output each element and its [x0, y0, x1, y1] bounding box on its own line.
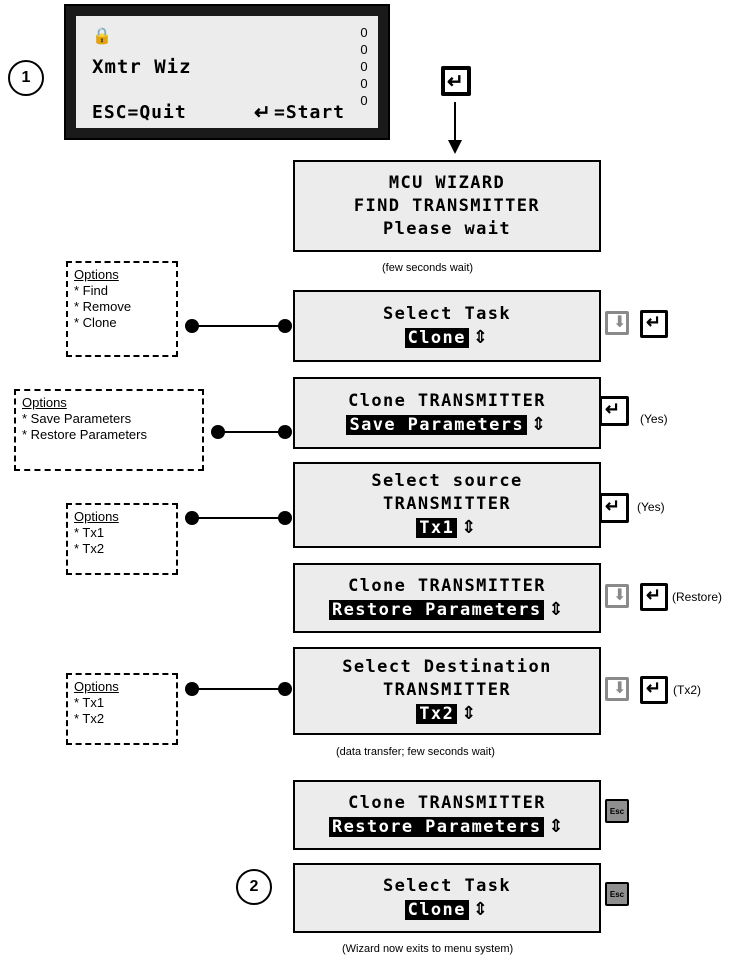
- down-arrow-icon: ⬇: [613, 587, 627, 604]
- option-item: * Tx2: [74, 711, 105, 726]
- flow-arrow-head: [448, 140, 462, 154]
- option-item: * Clone: [74, 315, 117, 330]
- screen-clone-save: Clone TRANSMITTER Save Parameters⇕: [293, 377, 601, 449]
- option-item: * Tx1: [74, 525, 105, 540]
- enter-icon: ↵: [646, 312, 662, 332]
- screen-line: Select Task: [383, 303, 511, 324]
- step-2-marker: 2: [236, 869, 272, 905]
- enter-key[interactable]: ↵: [599, 493, 629, 523]
- wait-note: (few seconds wait): [382, 262, 474, 274]
- key-label-yes: (Yes): [640, 412, 668, 426]
- enter-key[interactable]: ↵: [640, 676, 668, 704]
- screen-line: FIND TRANSMITTER: [353, 195, 541, 216]
- start-label: =Start: [274, 102, 346, 123]
- up-down-icon: ⇕: [548, 598, 565, 620]
- options-heading: Options: [22, 395, 67, 410]
- screen-line: Clone TRANSMITTER: [348, 792, 546, 813]
- up-down-icon: ⇕: [472, 898, 490, 920]
- enter-icon: ↵: [646, 585, 662, 605]
- esc-key[interactable]: Esc: [605, 882, 629, 906]
- selected-value: Clone: [404, 327, 469, 348]
- selected-value: Tx2: [416, 704, 458, 724]
- option-item: * Tx2: [74, 541, 105, 556]
- selected-value: Save Parameters: [346, 414, 528, 435]
- screen-line: Select Task: [383, 875, 511, 896]
- up-down-icon: ⇕: [548, 815, 565, 837]
- transfer-note: (data transfer; few seconds wait): [336, 746, 495, 758]
- selected-value: Tx1: [416, 518, 458, 538]
- options-task: Options * Find * Remove * Clone: [66, 261, 178, 357]
- screen-find-transmitter: MCU WIZARD FIND TRANSMITTER Please wait: [293, 160, 601, 252]
- screen-select-task-final: Select Task Clone⇕: [293, 863, 601, 933]
- screen-line: MCU WIZARD: [388, 172, 506, 193]
- screen-line: Please wait: [383, 218, 511, 239]
- enter-icon: ↵: [605, 399, 621, 419]
- esc-key-label: Esc: [609, 806, 625, 816]
- screen-line: TRANSMITTER: [383, 494, 511, 514]
- selected-value: Clone: [404, 899, 469, 920]
- enter-key[interactable]: ↵: [640, 310, 668, 338]
- screen-clone-restore-done: Clone TRANSMITTER Restore Parameters⇕: [293, 780, 601, 850]
- key-label-restore: (Restore): [672, 590, 723, 604]
- up-down-icon: ⇕: [472, 326, 490, 348]
- esc-quit-label: ESC=Quit: [92, 102, 187, 123]
- enter-icon: ↵: [447, 71, 464, 93]
- enter-icon: ↵: [254, 102, 271, 124]
- options-destination: Options * Tx1 * Tx2: [66, 673, 178, 745]
- key-label-yes: (Yes): [637, 500, 665, 514]
- enter-key[interactable]: ↵: [599, 396, 629, 426]
- options-source: Options * Tx1 * Tx2: [66, 503, 178, 575]
- screen-line: Select Destination: [342, 657, 552, 677]
- option-item: * Remove: [74, 299, 132, 314]
- screen-clone-restore: Clone TRANSMITTER Restore Parameters⇕: [293, 563, 601, 633]
- options-heading: Options: [74, 509, 119, 524]
- selected-value: Restore Parameters: [329, 599, 545, 620]
- device-title: Xmtr Wiz: [92, 56, 192, 78]
- enter-key[interactable]: ↵: [640, 583, 668, 611]
- options-clone: Options * Save Parameters * Restore Para…: [14, 389, 204, 471]
- screen-select-source: Select source TRANSMITTER Tx1⇕: [293, 462, 601, 548]
- esc-key-label: Esc: [609, 889, 625, 899]
- screen-select-task: Select Task Clone⇕: [293, 290, 601, 362]
- screen-line: Select source: [371, 471, 523, 491]
- option-item: * Restore Parameters: [22, 427, 147, 442]
- lock-icon: 🔒: [92, 28, 112, 45]
- option-item: * Tx1: [74, 695, 105, 710]
- down-arrow-icon: ⬇: [613, 314, 627, 331]
- exit-note: (Wizard now exits to menu system): [342, 943, 514, 955]
- up-down-icon: ⇕: [461, 703, 478, 724]
- down-key[interactable]: ⬇: [605, 311, 629, 335]
- screen-line: TRANSMITTER: [383, 680, 511, 700]
- option-item: * Find: [74, 283, 108, 298]
- options-heading: Options: [74, 267, 119, 282]
- esc-key[interactable]: Esc: [605, 799, 629, 823]
- up-down-icon: ⇕: [461, 517, 478, 538]
- key-label-tx2: (Tx2): [673, 683, 701, 697]
- enter-icon: ↵: [646, 678, 662, 698]
- down-key[interactable]: ⬇: [605, 677, 629, 701]
- step-1-marker: 1: [8, 60, 44, 96]
- option-item: * Save Parameters: [22, 411, 132, 426]
- screen-line: Clone TRANSMITTER: [348, 390, 546, 411]
- up-down-icon: ⇕: [531, 413, 548, 435]
- screen-select-destination: Select Destination TRANSMITTER Tx2⇕: [293, 647, 601, 735]
- options-heading: Options: [74, 679, 119, 694]
- screen-line: Clone TRANSMITTER: [348, 575, 546, 596]
- enter-key-start[interactable]: ↵: [441, 66, 471, 96]
- down-arrow-icon: ⬇: [613, 680, 627, 697]
- down-key[interactable]: ⬇: [605, 584, 629, 608]
- selected-value: Restore Parameters: [329, 816, 545, 837]
- enter-icon: ↵: [605, 496, 621, 516]
